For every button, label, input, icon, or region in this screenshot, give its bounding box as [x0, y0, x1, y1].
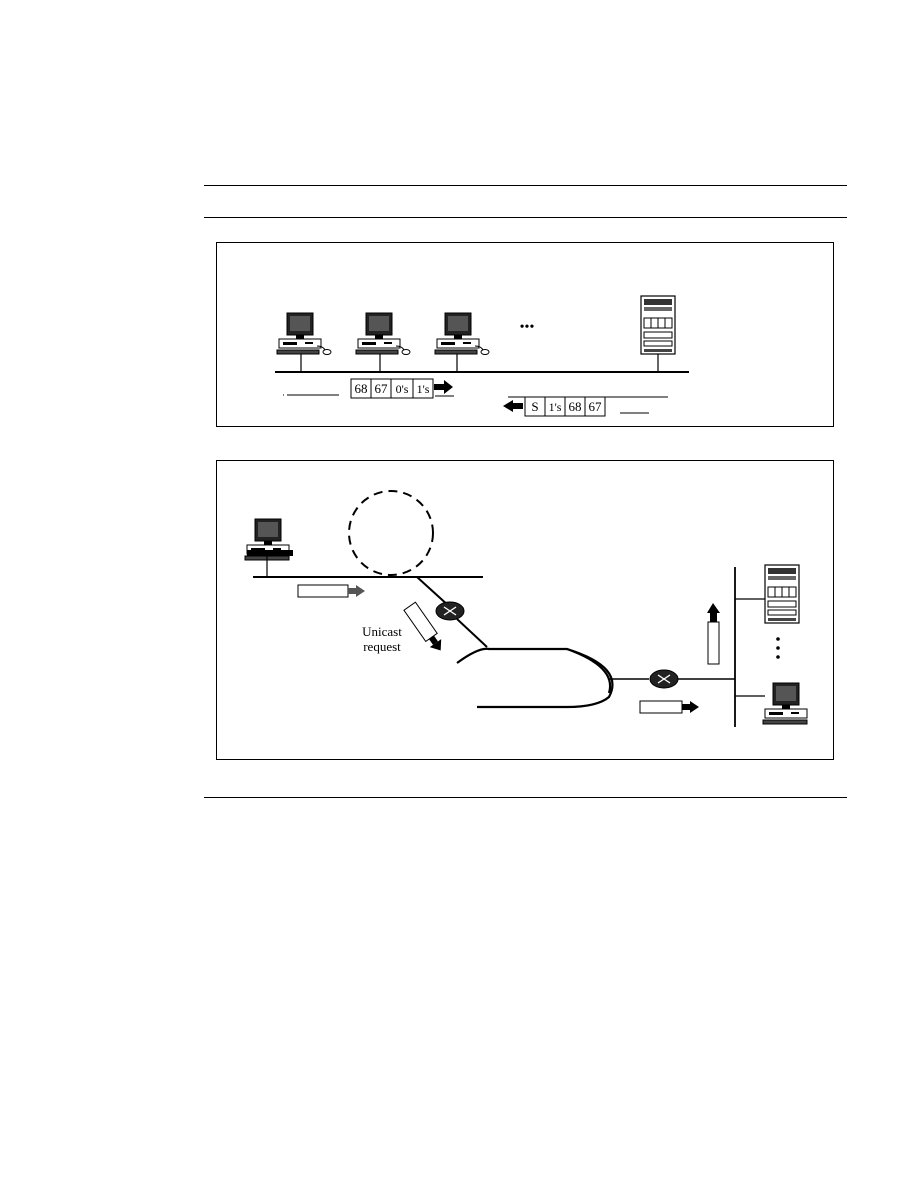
unicast-label-line-2: request — [363, 639, 401, 654]
client-broadcast-message — [297, 584, 349, 598]
client-frame-right-arrow — [434, 380, 453, 394]
relay-dashed-circle — [348, 490, 434, 576]
router-1 — [435, 601, 465, 621]
ellipsis-dots: ••• — [520, 320, 535, 335]
dhcp-server — [640, 295, 676, 355]
unicast-label-line-1: Unicast — [362, 624, 402, 639]
client-host-1 — [276, 312, 332, 355]
relayed-message — [639, 700, 683, 714]
client-host-2 — [355, 312, 411, 355]
server-frame-field-4: 67 — [589, 399, 603, 414]
unicast-request-message — [403, 601, 442, 651]
top-rule-2 — [204, 217, 847, 218]
router-2 — [649, 669, 679, 689]
client-frame-field-3: 0's — [396, 382, 409, 396]
client-frame-field-2: 67 — [375, 381, 389, 396]
diagram-panel-a: ••• 68 67 0's 1's — [216, 242, 834, 427]
server-bound-arrow — [707, 603, 720, 622]
panel-b-canvas: Unicast request — [244, 490, 808, 727]
relayed-message-arrow — [682, 701, 699, 713]
client-frame-field-4: 1's — [417, 382, 430, 396]
server-frame-field-3: 68 — [569, 399, 582, 414]
server-frame-field-1: S — [531, 399, 538, 414]
server-frame: S 1's 68 67 — [524, 396, 606, 417]
server-frame-field-2: 1's — [549, 400, 562, 414]
diagram-panel-b: Unicast request — [216, 460, 834, 760]
wan-arc — [456, 647, 614, 709]
server-frame-left-arrow — [503, 400, 523, 412]
top-rule-1 — [204, 185, 847, 186]
panel-a-canvas: ••• 68 67 0's 1's — [275, 295, 689, 417]
bottom-rule — [204, 797, 847, 798]
client-host-3 — [434, 312, 490, 355]
client-broadcast-arrow — [348, 585, 365, 597]
vertical-ellipsis — [776, 637, 780, 659]
server-lan-server — [764, 564, 800, 624]
server-lan-host — [762, 682, 808, 725]
server-bound-message — [707, 621, 720, 665]
client-frame: 68 67 0's 1's — [350, 378, 434, 399]
client-frame-field-1: 68 — [355, 381, 368, 396]
